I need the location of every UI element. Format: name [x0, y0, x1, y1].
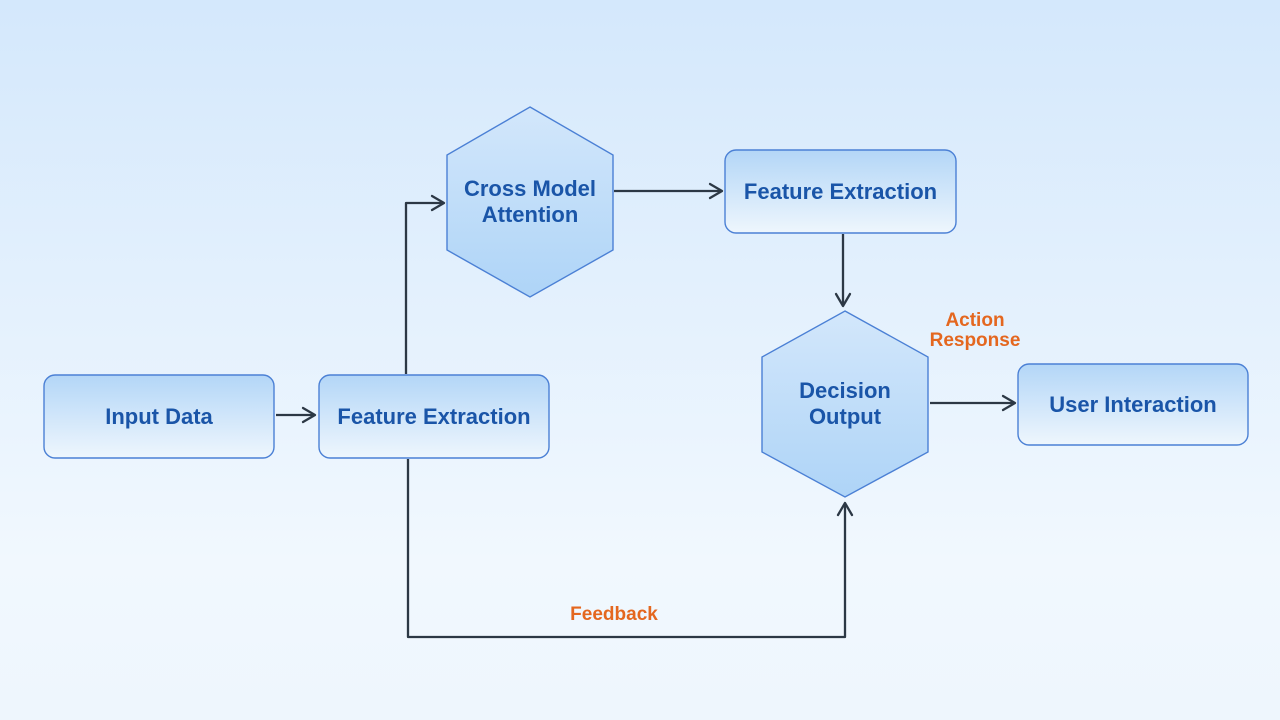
node-input-data	[43, 374, 275, 459]
edge-feedback-loop	[406, 459, 854, 639]
node-decision-output	[761, 310, 929, 498]
edge-feature-extraction-to-cross-model-attention	[404, 194, 446, 374]
node-feature-extraction-top	[724, 149, 957, 234]
node-user-interaction	[1017, 363, 1249, 446]
nodes	[43, 106, 1249, 498]
node-cross-model-attention	[446, 106, 614, 298]
edges	[276, 182, 1017, 639]
node-feature-extraction-main	[318, 374, 550, 459]
